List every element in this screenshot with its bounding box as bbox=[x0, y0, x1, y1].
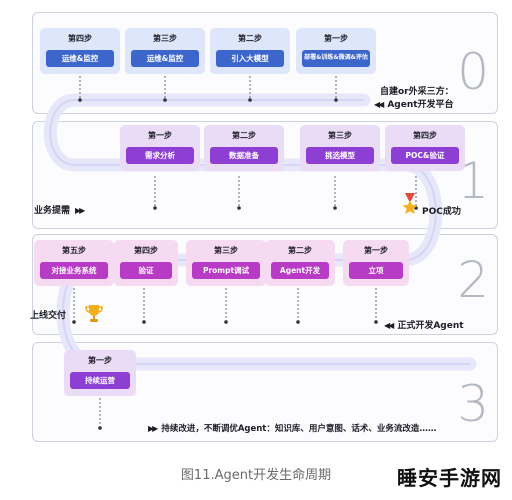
step-label: 第一步 bbox=[364, 246, 388, 255]
site-watermark: 睡安手游网 bbox=[397, 466, 502, 490]
stage0-step-4: 第四步 运维&监控 bbox=[40, 28, 120, 74]
stage-number: 3 bbox=[457, 375, 489, 433]
step-action: 对接业务系统 bbox=[40, 262, 108, 279]
step-label: 第二步 bbox=[232, 131, 256, 140]
stage2-step-2: 第二步 Agent开发 bbox=[265, 240, 335, 286]
stage1-note-out: POC成功 bbox=[422, 207, 461, 217]
stage0-note-line1: 自建or外采三方： bbox=[380, 87, 454, 97]
step-label: 第二步 bbox=[288, 246, 312, 255]
step-label: 第一步 bbox=[148, 131, 172, 140]
step-action: 运维&监控 bbox=[46, 50, 114, 67]
double-right-arrow-icon: ▶▶ bbox=[75, 206, 85, 215]
stage0-step-1: 第一步 部署&训练&微调&评估 bbox=[296, 28, 376, 74]
step-label: 第二步 bbox=[238, 34, 262, 43]
step-label: 第四步 bbox=[413, 131, 437, 140]
double-left-arrow-icon: ◀◀ bbox=[374, 100, 384, 109]
step-action: 数据准备 bbox=[210, 147, 278, 164]
step-action: 验证 bbox=[120, 262, 172, 279]
step-action: 引入大模型 bbox=[216, 50, 284, 67]
step-action: POC&验证 bbox=[391, 147, 459, 164]
stage0-note: ◀◀Agent开发平台 bbox=[374, 97, 454, 110]
stage0-step-3: 第三步 运维&监控 bbox=[125, 28, 205, 74]
stage2-step-5: 第五步 对接业务系统 bbox=[34, 240, 114, 286]
stage1-step-1: 第一步 需求分析 bbox=[120, 125, 200, 171]
step-action: 持续运营 bbox=[70, 372, 130, 389]
stage3-note: ▶▶持续改进，不断调优Agent：知识库、用户意图、话术、业务流改造…… bbox=[148, 422, 436, 434]
double-left-arrow-icon: ◀◀ bbox=[384, 321, 394, 330]
step-label: 第四步 bbox=[134, 246, 158, 255]
step-action: 立项 bbox=[349, 262, 403, 279]
step-action: 运维&监控 bbox=[131, 50, 199, 67]
step-label: 第三步 bbox=[328, 131, 352, 140]
stage2-step-1: 第一步 立项 bbox=[343, 240, 409, 286]
stage0-step-2: 第二步 引入大模型 bbox=[210, 28, 290, 74]
medal-icon bbox=[402, 193, 418, 219]
stage3-note-text: 持续改进，不断调优Agent：知识库、用户意图、话术、业务流改造…… bbox=[161, 424, 437, 434]
double-right-arrow-icon: ▶▶ bbox=[148, 424, 158, 433]
stage2-step-3: 第三步 Prompt调试 bbox=[186, 240, 266, 286]
stage-number: 0 bbox=[457, 43, 489, 101]
stage1-step-4: 第四步 POC&验证 bbox=[385, 125, 465, 171]
stage1-note-in: 业务提需 ▶▶ bbox=[34, 203, 85, 216]
stage2-note-in-text: 正式开发Agent bbox=[397, 321, 464, 331]
stage-number: 2 bbox=[457, 251, 489, 309]
stage2-note-out: 上线交付 bbox=[30, 311, 67, 321]
stage1-note-in-text: 业务提需 bbox=[34, 206, 71, 216]
stage2-note-in: ◀◀正式开发Agent bbox=[384, 318, 464, 331]
step-action: Agent开发 bbox=[271, 262, 329, 279]
stage3-step-1: 第一步 持续运营 bbox=[64, 350, 136, 396]
step-action: 部署&训练&微调&评估 bbox=[302, 50, 370, 67]
stage1-step-3: 第三步 挑选模型 bbox=[300, 125, 380, 171]
step-label: 第三步 bbox=[214, 246, 238, 255]
stage1-step-2: 第二步 数据准备 bbox=[204, 125, 284, 171]
trophy-icon bbox=[84, 303, 104, 327]
step-action: 需求分析 bbox=[126, 147, 194, 164]
step-label: 第三步 bbox=[153, 34, 177, 43]
step-label: 第一步 bbox=[324, 34, 348, 43]
step-action: 挑选模型 bbox=[306, 147, 374, 164]
stage0-note-line2: Agent开发平台 bbox=[387, 100, 454, 110]
step-action: Prompt调试 bbox=[192, 262, 260, 279]
figure-caption: 图11.Agent开发生命周期 bbox=[180, 468, 332, 483]
step-label: 第四步 bbox=[68, 34, 92, 43]
step-label: 第五步 bbox=[62, 246, 86, 255]
stage2-step-4: 第四步 验证 bbox=[114, 240, 178, 286]
step-label: 第一步 bbox=[88, 356, 112, 365]
